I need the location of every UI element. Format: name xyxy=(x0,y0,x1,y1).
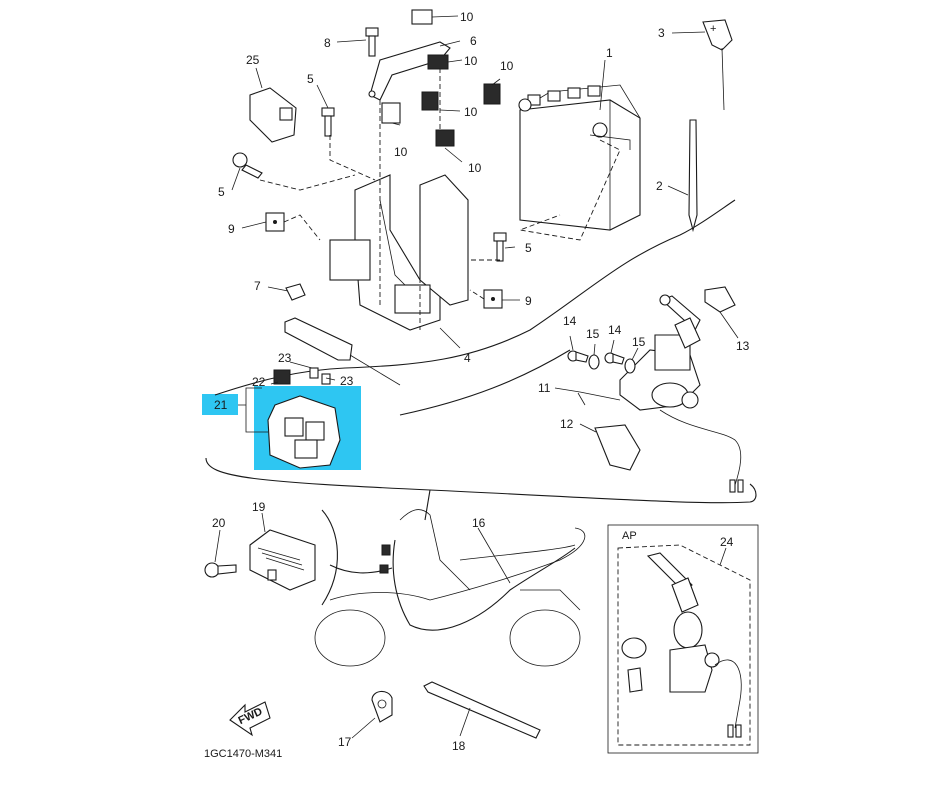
callout-16[interactable]: 16 xyxy=(472,516,486,530)
callout-5-left[interactable]: 5 xyxy=(218,185,225,199)
nut-guides xyxy=(283,214,485,300)
callout-14-left[interactable]: 14 xyxy=(563,314,577,328)
wire-harness-mid xyxy=(399,349,571,416)
battery-box[interactable] xyxy=(329,174,469,331)
main-switch[interactable] xyxy=(619,334,744,493)
battery-band[interactable] xyxy=(688,119,698,233)
forward-arrow-icon xyxy=(229,701,271,737)
callout-10-b[interactable]: 10 xyxy=(464,54,478,68)
battery-band-line xyxy=(518,139,621,241)
callout-4[interactable]: 4 xyxy=(464,351,471,365)
bolt-5-left[interactable] xyxy=(232,152,263,179)
ap-label: AP xyxy=(622,530,637,542)
cable-band-17[interactable] xyxy=(371,690,393,723)
key-set-ap-box xyxy=(607,524,759,754)
screw-14-right[interactable] xyxy=(604,352,625,365)
callout-10-f[interactable]: 10 xyxy=(468,161,482,175)
key-set[interactable] xyxy=(659,294,701,349)
relay-unit[interactable] xyxy=(249,87,297,143)
callout-10-c[interactable]: 10 xyxy=(500,59,514,73)
callout-3[interactable]: 3 xyxy=(658,26,665,40)
bracket[interactable] xyxy=(368,41,451,101)
callout-2[interactable]: 2 xyxy=(656,179,663,193)
callout-23-right[interactable]: 23 xyxy=(340,374,354,388)
callout-1[interactable]: 1 xyxy=(606,46,613,60)
nut-9-left[interactable] xyxy=(265,212,285,232)
callout-15-right[interactable]: 15 xyxy=(632,335,646,349)
callout-9-right[interactable]: 9 xyxy=(525,294,532,308)
washer-15-right[interactable] xyxy=(624,358,636,374)
callout-7[interactable]: 7 xyxy=(254,279,261,293)
divider-left xyxy=(321,509,338,606)
dampers[interactable] xyxy=(381,9,501,147)
callout-10-d[interactable]: 10 xyxy=(394,145,408,159)
switch-cover[interactable] xyxy=(594,424,641,471)
bolt-8[interactable] xyxy=(365,27,379,57)
callout-17[interactable]: 17 xyxy=(338,735,352,749)
diagram-code: 1GC1470-M341 xyxy=(204,748,282,760)
callout-20[interactable]: 20 xyxy=(212,516,226,530)
leader-lines xyxy=(214,15,739,739)
callout-12[interactable]: 12 xyxy=(560,417,574,431)
callout-21[interactable]: 21 xyxy=(214,398,228,412)
callouts: 1 2 3 4 5 5 5 6 7 8 9 9 10 10 10 10 10 1… xyxy=(212,10,750,753)
callout-23-top[interactable]: 23 xyxy=(278,351,292,365)
rectifier-regulator[interactable] xyxy=(249,529,316,591)
callout-22[interactable]: 22 xyxy=(252,375,266,389)
cable-tie-18[interactable] xyxy=(423,681,541,739)
wire-harness-top xyxy=(214,199,736,396)
screw-14-left[interactable] xyxy=(567,350,589,363)
callout-19[interactable]: 19 xyxy=(252,500,266,514)
nut-9-right[interactable] xyxy=(483,289,503,309)
callout-5-top[interactable]: 5 xyxy=(307,72,314,86)
callout-24[interactable]: 24 xyxy=(720,535,734,549)
callout-9-left[interactable]: 9 xyxy=(228,222,235,236)
callout-18[interactable]: 18 xyxy=(452,739,466,753)
callout-5-right[interactable]: 5 xyxy=(525,241,532,255)
callout-10-e[interactable]: 10 xyxy=(464,105,478,119)
callout-21-bracket xyxy=(238,387,268,433)
callout-13[interactable]: 13 xyxy=(736,339,750,353)
divider-branch xyxy=(424,489,431,521)
callout-21-highlight[interactable] xyxy=(202,394,238,415)
callout-15-left[interactable]: 15 xyxy=(586,327,600,341)
battery[interactable] xyxy=(518,84,641,231)
lock-cap[interactable] xyxy=(704,286,736,313)
callout-11[interactable]: 11 xyxy=(538,381,551,395)
battery-cap[interactable]: + xyxy=(702,19,733,111)
callout-6[interactable]: 6 xyxy=(470,34,477,48)
section-divider-curve xyxy=(205,457,757,504)
cable-connector[interactable] xyxy=(284,317,401,386)
svg-text:+: + xyxy=(710,23,716,35)
callout-8[interactable]: 8 xyxy=(324,36,331,50)
bracket-guide xyxy=(379,60,441,190)
bolt-5-top[interactable] xyxy=(321,107,335,137)
bolt-20[interactable] xyxy=(204,562,237,578)
clip-7[interactable] xyxy=(285,283,306,301)
bolt-5-right[interactable] xyxy=(493,232,507,262)
fuse-box[interactable] xyxy=(267,367,341,469)
harness-coupler xyxy=(379,564,389,574)
wire-harness-16[interactable] xyxy=(392,539,576,631)
ap-key-set[interactable] xyxy=(621,552,742,738)
scooter-outline xyxy=(314,509,586,667)
callout-14-right[interactable]: 14 xyxy=(608,323,622,337)
callout-10-a[interactable]: 10 xyxy=(460,10,474,24)
washer-15-left[interactable] xyxy=(588,354,600,370)
bolt-guides xyxy=(259,135,500,261)
callout-25[interactable]: 25 xyxy=(246,53,260,67)
harness-coupler xyxy=(381,544,391,556)
